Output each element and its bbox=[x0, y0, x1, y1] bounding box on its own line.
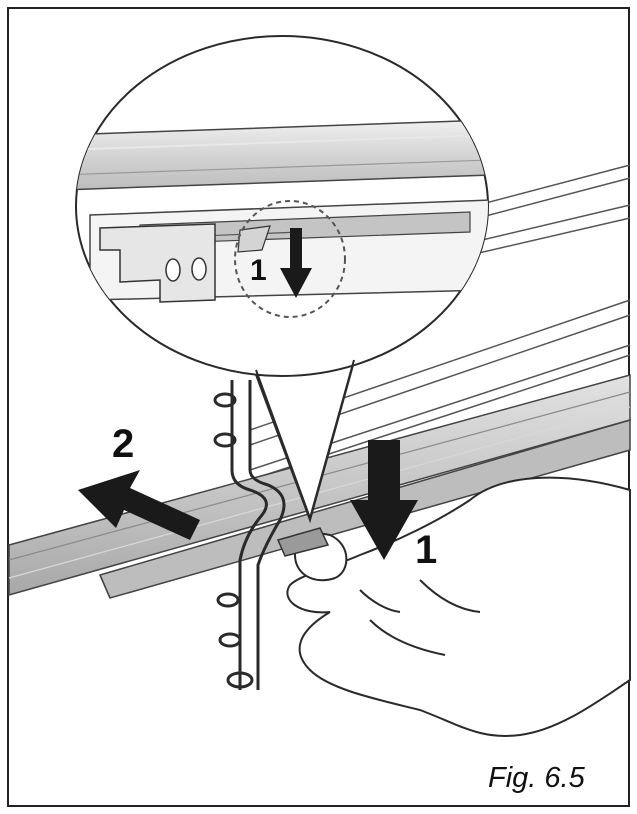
zoom-arrow-down-icon bbox=[280, 228, 312, 298]
zoom-step-1-label: 1 bbox=[250, 254, 267, 287]
step-1-label: 1 bbox=[415, 528, 438, 572]
figure-caption: Fig. 6.5 bbox=[488, 762, 585, 794]
arrow-left-up-icon bbox=[78, 470, 200, 540]
release-lever bbox=[276, 527, 330, 557]
magnified-detail-bubble bbox=[75, 35, 489, 524]
wire-shelf-support bbox=[213, 380, 286, 690]
step-2-label: 2 bbox=[112, 422, 135, 466]
highlight-circle bbox=[234, 200, 346, 318]
arrow-down-icon bbox=[350, 440, 418, 560]
